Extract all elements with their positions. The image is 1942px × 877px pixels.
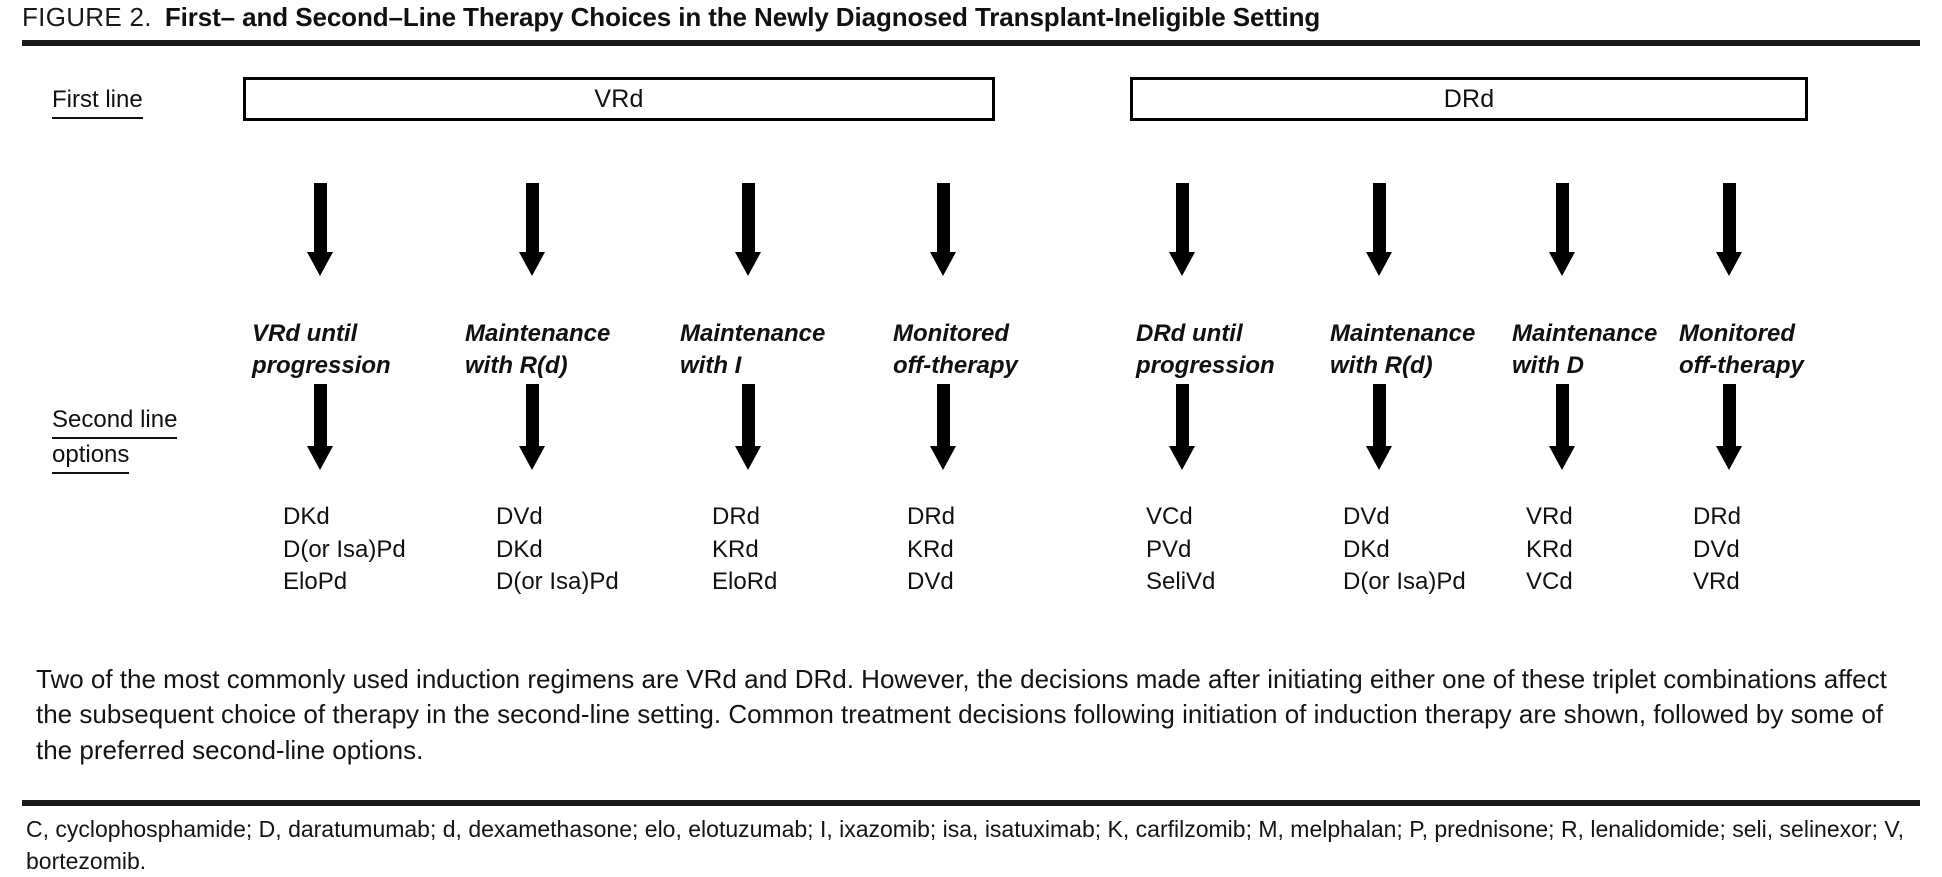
arrow-down-vrd-options-2 [519,384,545,470]
second-line-options-vrd-branch-1: DKd D(or Isa)Pd EloPd [283,501,406,599]
list-item: DRd [907,503,956,530]
second-line-options-vrd-branch-3: DRd KRd EloRd [712,501,777,599]
decision-text-vrd-branch-3: Maintenance with I [680,320,826,379]
first-line-box-vrd[interactable]: VRd [243,77,995,121]
second-line-options-drd-branch-3: VRd KRd VCd [1526,501,1573,599]
list-item: DRd [712,503,761,530]
decision-text-vrd-branch-1: VRd until progression [252,320,391,379]
arrow-down-vrd-branch-1 [307,183,333,276]
row-label-first-line-text: First line [52,84,143,119]
row-label-second-line: Second line options [52,404,178,474]
decision-text-vrd-branch-2: Maintenance with R(d) [465,320,611,379]
second-line-options-drd-branch-1: VCd PVd SeliVd [1146,501,1215,599]
list-item: VCd [1146,503,1193,530]
list-item: SeliVd [1146,568,1216,596]
list-item: VRd [1693,568,1740,596]
second-line-options-vrd-branch-4: DRd KRd DVd [907,501,955,599]
list-item: EloRd [712,568,778,596]
arrow-down-drd-branch-4 [1716,183,1742,276]
list-item: PVd [1146,535,1192,563]
arrow-down-vrd-options-3 [735,384,761,470]
arrow-down-drd-branch-2 [1366,183,1392,276]
therapy-flow-diagram: First line Second line options VRd DRd V… [0,46,1942,646]
list-item: DRd [1693,503,1742,530]
list-item: KRd [712,535,759,563]
row-label-first-line: First line [52,84,143,119]
figure-number: FIGURE 2. [22,2,152,32]
list-item: VRd [1526,503,1573,530]
list-item: DKd [1343,535,1390,563]
second-line-options-vrd-branch-2: DVd DKd D(or Isa)Pd [496,501,619,599]
arrow-down-vrd-options-1 [307,384,333,470]
list-item: D(or Isa)Pd [283,535,406,563]
first-line-box-drd-label: DRd [1443,84,1495,113]
arrow-down-vrd-options-4 [930,384,956,470]
list-item: VCd [1526,568,1573,596]
first-line-box-vrd-label: VRd [594,84,644,113]
figure-caption: Two of the most commonly used induction … [36,664,1887,765]
list-item: DVd [907,568,954,596]
decision-text-drd-branch-3: Maintenance with D [1512,320,1658,379]
list-item: DKd [283,503,330,530]
arrow-down-drd-options-2 [1366,384,1392,470]
row-label-second-line-text-1: Second line [52,404,178,439]
list-item: DVd [1693,535,1740,563]
arrow-down-vrd-branch-4 [930,183,956,276]
list-item: D(or Isa)Pd [496,568,619,596]
list-item: DKd [496,535,543,563]
footnote-divider-rule [22,800,1920,806]
row-label-second-line-text-2: options [52,439,130,474]
arrow-down-drd-branch-1 [1169,183,1195,276]
arrow-down-vrd-branch-2 [519,183,545,276]
arrow-down-drd-options-1 [1169,384,1195,470]
list-item: DVd [496,503,543,530]
arrow-down-vrd-branch-3 [735,183,761,276]
list-item: KRd [907,535,954,563]
first-line-box-drd[interactable]: DRd [1130,77,1808,121]
list-item: D(or Isa)Pd [1343,568,1466,596]
decision-text-vrd-branch-4: Monitored off-therapy [893,320,1018,379]
second-line-options-drd-branch-2: DVd DKd D(or Isa)Pd [1343,501,1466,599]
arrow-down-drd-options-3 [1549,384,1575,470]
title-divider-rule [22,40,1920,46]
abbreviations-footnote: C, cyclophosphamide; D, daratumumab; d, … [26,816,1904,874]
list-item: DVd [1343,503,1390,530]
list-item: KRd [1526,535,1573,563]
decision-text-drd-branch-2: Maintenance with R(d) [1330,320,1476,379]
arrow-down-drd-branch-3 [1549,183,1575,276]
list-item: EloPd [283,568,348,596]
decision-text-drd-branch-4: Monitored off-therapy [1679,320,1804,379]
decision-text-drd-branch-1: DRd until progression [1136,320,1275,379]
arrow-down-drd-options-4 [1716,384,1742,470]
second-line-options-drd-branch-4: DRd DVd VRd [1693,501,1741,599]
figure-title-row: FIGURE 2. First– and Second–Line Therapy… [22,2,1922,36]
page-title: First– and Second–Line Therapy Choices i… [164,2,1321,32]
